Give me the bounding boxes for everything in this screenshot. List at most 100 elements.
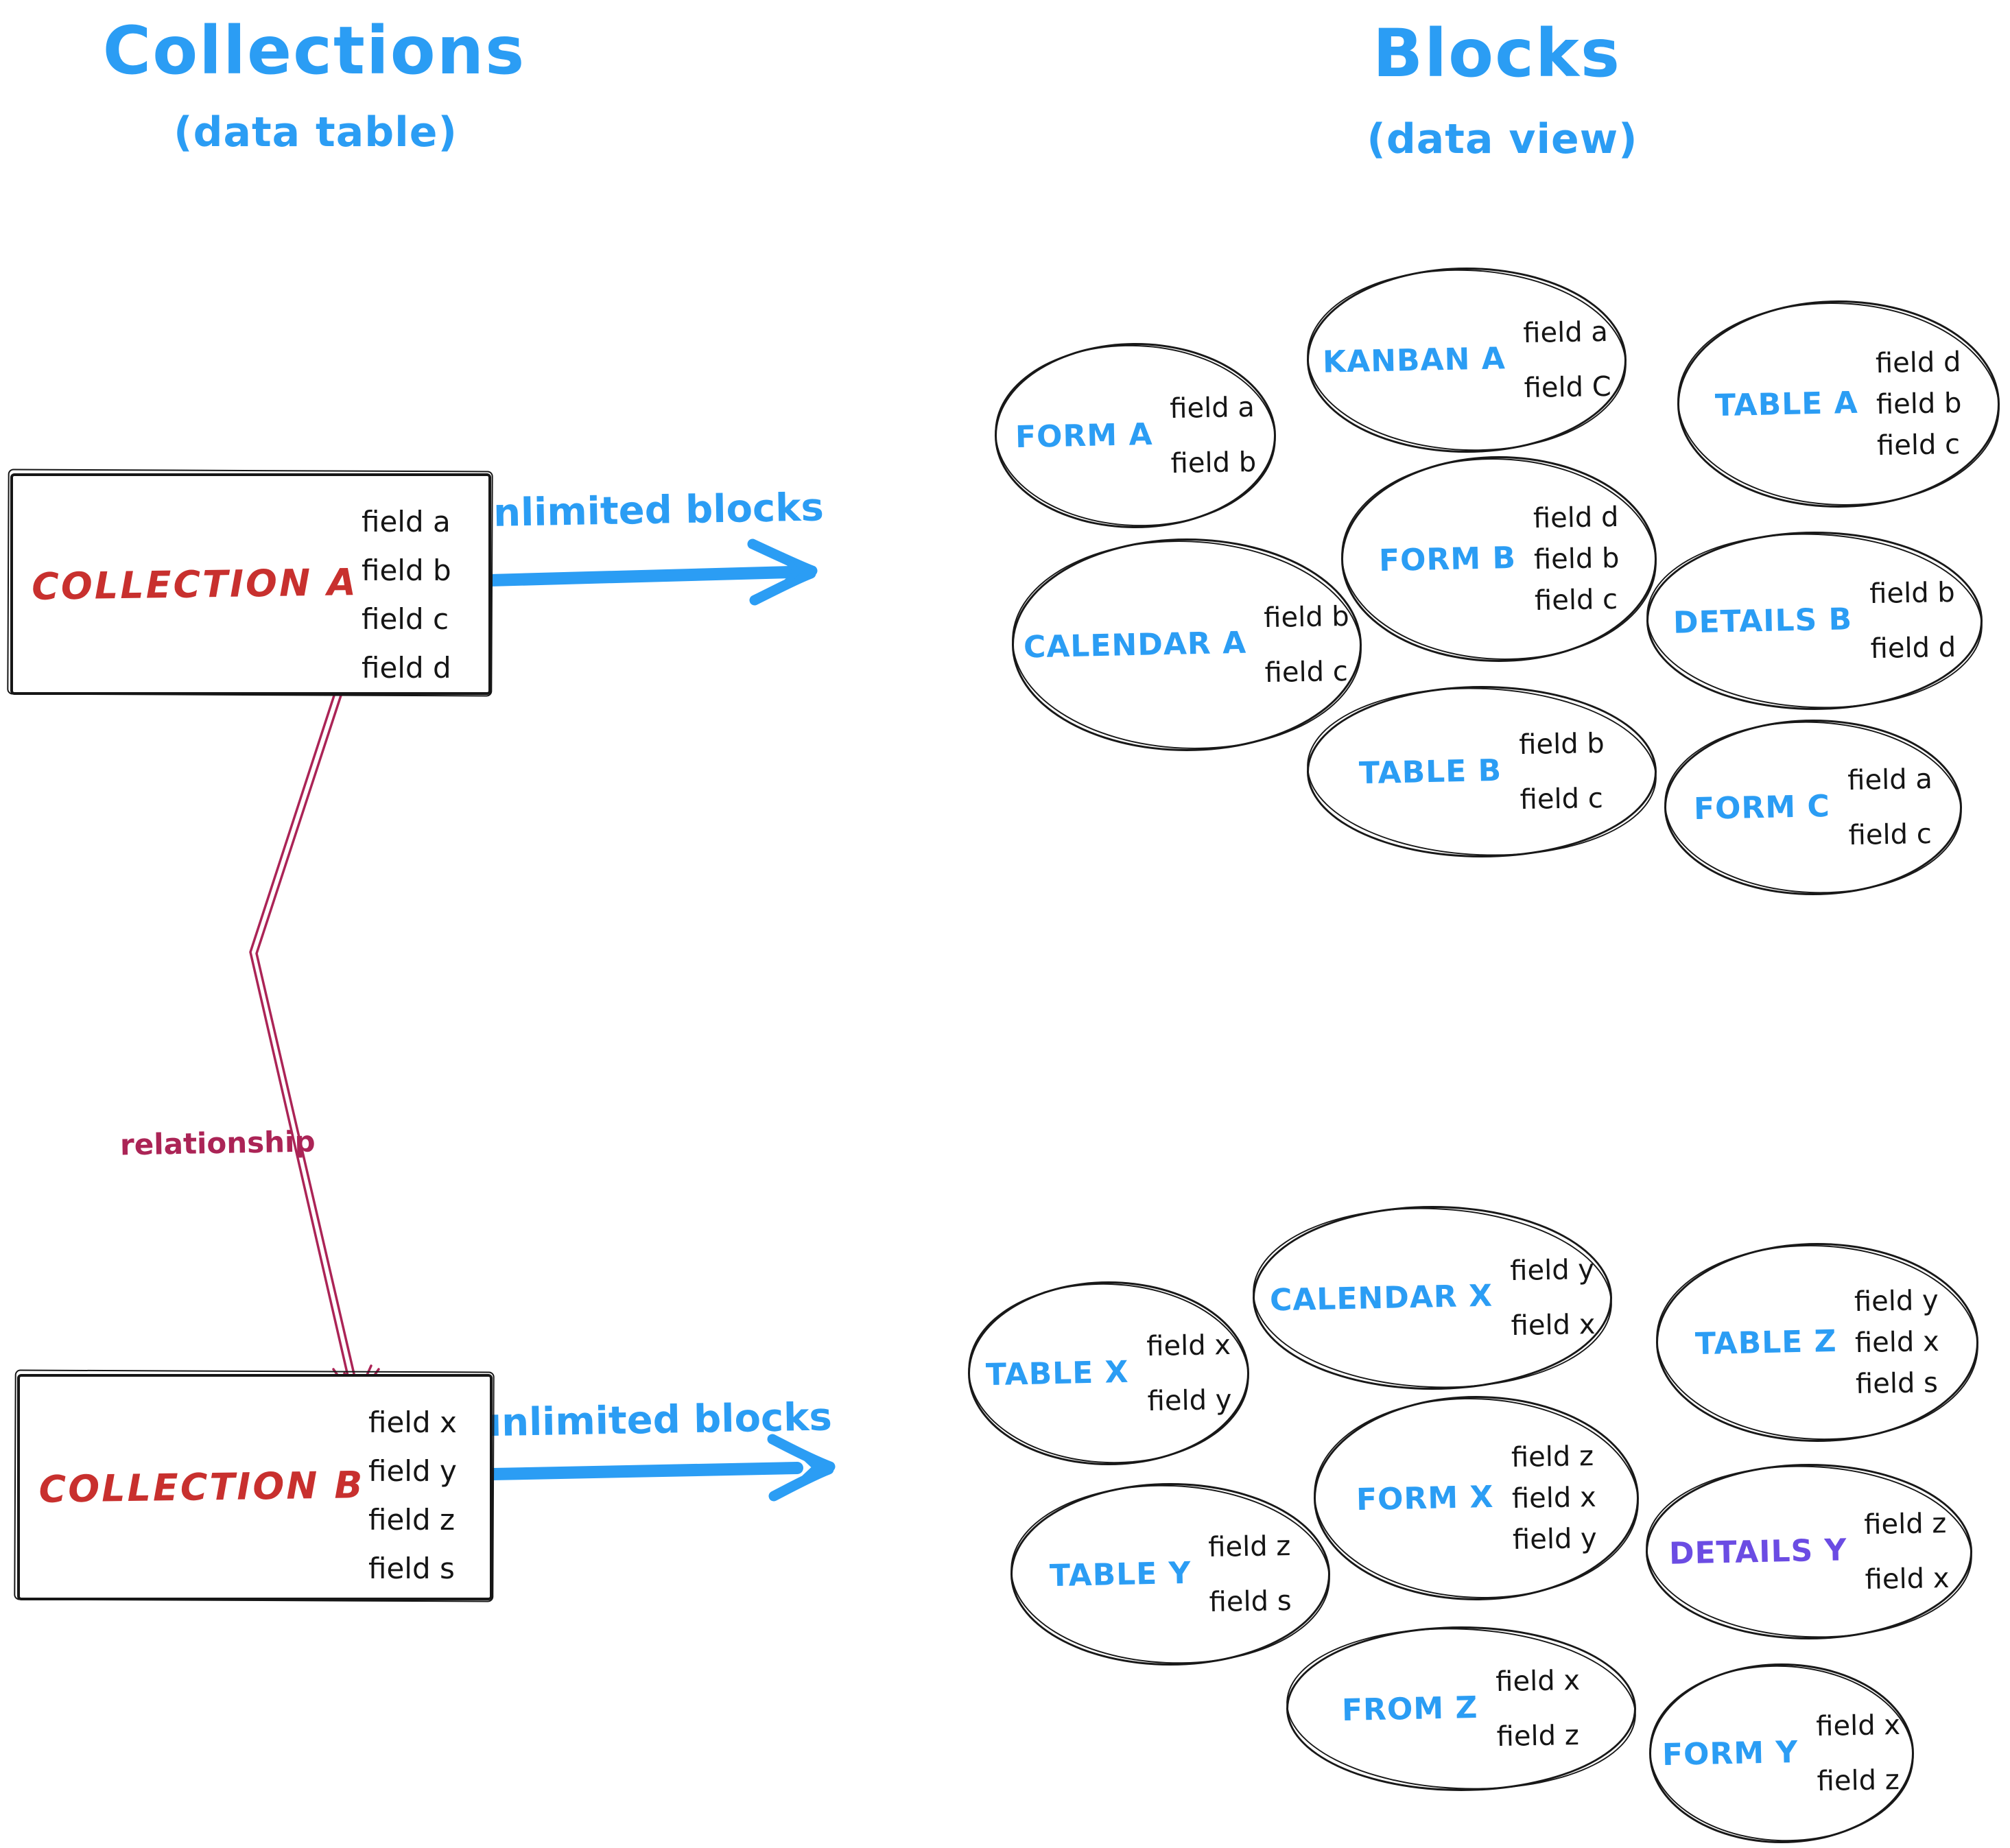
collection-a-box: COLLECTION A field a field b field c fie… [10,473,491,695]
block-table-a: TABLE A field d field b field c [1677,300,2000,508]
block-field: field x [1815,1709,1901,1743]
block-table-z-fields: field y field x field s [1854,1284,1941,1401]
block-details-b-label: DETAILS B [1672,601,1853,641]
block-field: field a [1522,316,1609,350]
block-table-z: TABLE Z field y field x field s [1656,1243,1978,1442]
block-calendar-x-label: CALENDAR X [1269,1278,1493,1318]
block-from-z-label: FROM Z [1341,1690,1479,1728]
block-field: field b [1264,600,1350,635]
unlimited-blocks-arrow-bottom [486,1434,836,1502]
block-field: field s [1855,1366,1939,1401]
block-field: field z [1496,1719,1579,1753]
block-calendar-a-label: CALENDAR A [1023,625,1247,665]
collection-b-field: field y [368,1454,457,1488]
block-field: field x [1511,1481,1596,1515]
block-form-a-fields: field a field b [1169,391,1257,480]
collections-title: Collections [102,12,526,89]
collection-b-field: field z [368,1503,456,1537]
block-table-b-fields: field b field c [1519,728,1606,816]
block-field: field d [1875,346,1961,380]
block-form-y: FORM Y field x field z [1649,1663,1914,1843]
block-field: field a [1169,391,1255,425]
block-field: field x [1865,1562,1950,1596]
block-field: field c [1847,818,1932,852]
block-field: field y [1854,1284,1939,1318]
block-field: field c [1264,655,1349,689]
block-field: field b [1533,542,1620,576]
block-kanban-a-fields: field a field C [1522,316,1611,405]
block-calendar-x-fields: field y field x [1510,1253,1596,1342]
block-field: field b [1869,576,1956,611]
block-field: field d [1870,631,1956,665]
block-kanban-a: KANBAN A field a field C [1307,268,1627,453]
block-field: field z [1817,1764,1900,1798]
relationship-label: relationship [119,1124,316,1162]
block-details-b-fields: field b field d [1869,576,1956,665]
collection-a-field: field a [362,505,451,538]
unlimited-blocks-label-bottom: unlimited blocks [473,1395,833,1446]
collection-a-field: field b [362,554,451,587]
block-details-y: DETAILS Y field z field x [1646,1464,1972,1639]
block-calendar-a-fields: field b field c [1264,600,1351,689]
block-form-x: FORM X field z field x field y [1314,1396,1639,1600]
block-calendar-a: CALENDAR A field b field c [1012,538,1362,751]
block-table-x: TABLE X field x field y [968,1281,1249,1465]
block-form-c: FORM C field a field c [1664,720,1962,895]
block-table-x-fields: field x field y [1146,1329,1232,1418]
block-form-a-label: FORM A [1015,416,1153,455]
block-field: field x [1495,1664,1581,1698]
block-table-b: TABLE B field b field c [1307,686,1657,857]
block-details-y-fields: field z field x [1864,1507,1950,1596]
block-form-y-fields: field x field z [1815,1709,1902,1798]
block-field: field z [1511,1440,1594,1474]
block-table-a-label: TABLE A [1714,385,1859,423]
collection-a-fields: field a field b field c field d [362,501,451,689]
block-field: field c [1876,428,1961,462]
block-table-x-label: TABLE X [985,1354,1130,1393]
block-form-x-label: FORM X [1356,1479,1495,1517]
block-from-z-fields: field x field z [1495,1664,1581,1753]
block-form-b-fields: field d field b field c [1533,501,1620,617]
block-field: field c [1520,782,1603,816]
block-field: field b [1170,446,1257,480]
block-kanban-a-label: KANBAN A [1322,340,1506,380]
block-field: field x [1146,1329,1231,1363]
collection-a-field: field d [362,651,451,685]
block-field: field d [1533,501,1619,535]
block-field: field C [1524,370,1611,405]
block-table-y-label: TABLE Y [1049,1555,1192,1594]
collection-a-label: COLLECTION A [31,560,359,608]
relationship-line [249,663,380,1403]
collection-b-field: field s [368,1552,455,1585]
block-form-y-label: FORM Y [1662,1734,1799,1773]
block-field: field y [1510,1253,1595,1288]
collection-b-box: COLLECTION B field x field y field z fie… [17,1374,493,1600]
block-details-y-label: DETAILS Y [1668,1532,1847,1572]
block-field: field x [1511,1308,1596,1342]
block-field: field s [1209,1585,1292,1619]
block-form-x-fields: field z field x field y [1511,1440,1597,1556]
collection-b-fields: field x field y field z field s [368,1401,457,1590]
collections-subtitle: (data table) [174,108,458,156]
block-field: field b [1876,387,1962,421]
block-from-z: FROM Z field x field z [1286,1626,1636,1791]
block-form-a: FORM A field a field b [995,343,1276,528]
block-form-c-fields: field a field c [1847,763,1934,852]
block-details-b: DETAILS B field b field d [1646,532,1983,710]
unlimited-blocks-label-top: unlimited blocks [465,485,825,536]
block-field: field z [1208,1530,1291,1564]
block-field: field c [1534,583,1618,617]
block-field: field z [1864,1507,1948,1541]
block-table-y: TABLE Y field z field s [1010,1483,1330,1666]
block-field: field a [1847,763,1932,797]
blocks-subtitle: (data view) [1367,115,1638,163]
block-field: field y [1512,1522,1597,1556]
collection-a-field: field c [362,602,449,636]
unlimited-blocks-arrow-top [484,538,818,606]
block-table-y-fields: field z field s [1208,1530,1292,1619]
block-field: field y [1147,1384,1232,1418]
block-calendar-x: CALENDAR X field y field x [1253,1206,1612,1390]
block-table-z-label: TABLE Z [1694,1323,1838,1362]
block-form-c-label: FORM C [1693,788,1831,827]
